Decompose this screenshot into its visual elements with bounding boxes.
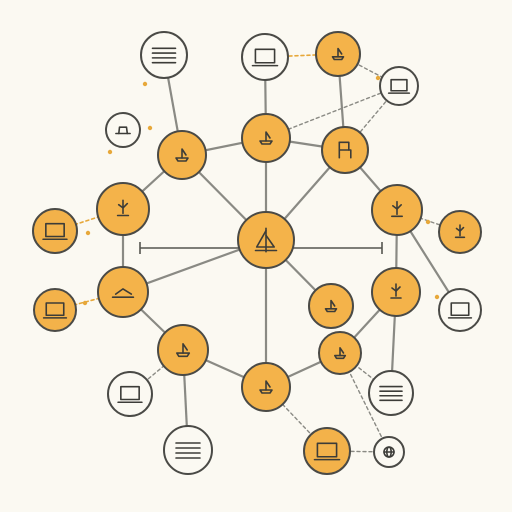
node-ring-top-left[interactable] [157,130,207,180]
sparkle-mark-3 [107,149,113,155]
node-hub[interactable] [237,211,295,269]
node-leaf-bottom-right-2[interactable] [368,370,414,416]
chair-icon [338,141,352,159]
sparkle-mark-2 [147,125,153,131]
node-circle-ring-lower-left[interactable] [97,266,149,318]
node-ring-lower-left[interactable] [97,266,149,318]
sparkle-mark-5 [82,300,88,306]
figure-icon [390,200,404,218]
lines-icon [175,442,201,459]
node-inner-right[interactable] [308,283,354,329]
sparkles-layer [82,75,440,306]
sparkle-mark-7 [434,294,440,300]
node-circle-leaf-left[interactable] [32,208,78,254]
boat-icon [331,47,345,61]
node-circle-leaf-top-left[interactable] [140,31,188,79]
sparkle-mark-1 [142,81,148,87]
node-circle-leaf-far-top-right[interactable] [379,66,419,106]
node-leaf-lower-right[interactable] [438,288,482,332]
globe-icon [383,446,395,458]
node-ring-lower-right[interactable] [371,267,421,317]
boat-icon [324,299,338,313]
node-circle-leaf-lower-left[interactable] [33,288,77,332]
node-ring-bottom[interactable] [241,362,291,412]
node-leaf-bottom-far-right[interactable] [373,436,405,468]
frame-icon [42,222,68,241]
boat-icon [259,380,273,394]
node-ring-right[interactable] [371,184,423,236]
boat-icon [259,131,273,145]
node-leaf-top-left[interactable] [140,31,188,79]
figure-icon [390,283,402,299]
figure-icon [116,199,130,217]
node-leaf-bottom-left-2[interactable] [163,425,213,475]
node-circle-leaf-bottom-left[interactable] [107,371,153,417]
frame-icon [42,302,68,319]
boat-icon [175,148,189,162]
figure-icon [454,224,466,239]
frame-icon [313,442,341,461]
sailboat-icon [254,227,278,253]
node-leaf-top-right[interactable] [315,31,361,77]
node-ring-top[interactable] [241,113,291,163]
node-circle-leaf-bottom-right-2[interactable] [368,370,414,416]
frame-icon [117,385,143,404]
sparkle-mark-8 [375,75,381,81]
node-ring-left[interactable] [96,182,150,236]
nodes-layer [32,31,482,475]
node-leaf-far-top-right[interactable] [379,66,419,106]
node-ring-bottom-left[interactable] [157,324,209,376]
node-ring-bottom-right[interactable] [318,331,362,375]
node-leaf-lower-left[interactable] [33,288,77,332]
node-leaf-small-left[interactable] [105,112,141,148]
frame-icon [251,48,279,67]
hat-icon [115,126,131,135]
lines-icon [151,47,177,64]
node-circle-leaf-top-center[interactable] [241,33,289,81]
boat-icon [176,342,191,358]
frame-icon [447,302,473,319]
boat-icon [333,346,347,360]
frame-icon [387,78,411,94]
node-ring-top-right[interactable] [321,126,369,174]
node-circle-leaf-small-left[interactable] [105,112,141,148]
node-leaf-top-center[interactable] [241,33,289,81]
node-leaf-bottom-right[interactable] [303,427,351,475]
sparkle-mark-4 [85,230,91,236]
node-leaf-right[interactable] [438,210,482,254]
node-circle-leaf-bottom-right[interactable] [303,427,351,475]
node-circle-leaf-lower-right[interactable] [438,288,482,332]
node-leaf-bottom-left[interactable] [107,371,153,417]
lines-icon [379,385,403,402]
node-leaf-left[interactable] [32,208,78,254]
node-circle-leaf-bottom-left-2[interactable] [163,425,213,475]
ramp-icon [111,288,135,299]
sparkle-mark-6 [425,219,431,225]
